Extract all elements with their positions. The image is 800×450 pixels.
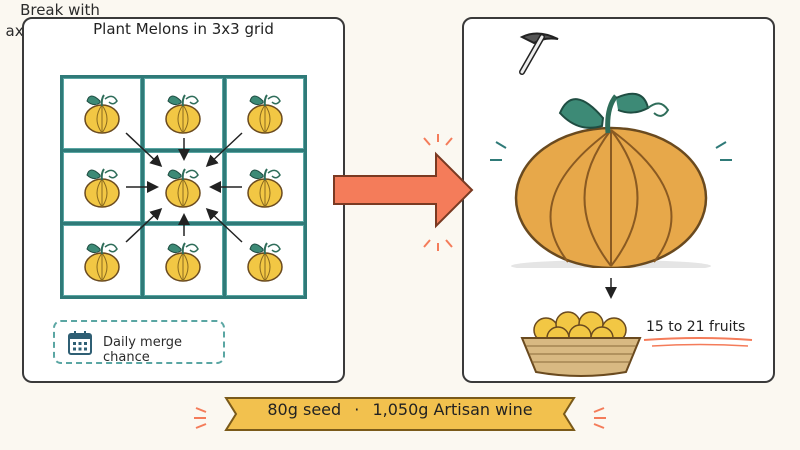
grid-cell bbox=[144, 78, 223, 149]
grid-cell bbox=[144, 151, 223, 223]
melon-icon bbox=[247, 168, 283, 208]
grid-cell bbox=[63, 225, 142, 296]
wine-value: 1,050g Artisan wine bbox=[372, 400, 533, 419]
merge-chance-box: Daily merge chance bbox=[53, 320, 225, 365]
grid-cell bbox=[144, 225, 223, 296]
separator: · bbox=[354, 400, 360, 419]
melon-icon bbox=[165, 94, 202, 135]
melon-icon bbox=[247, 242, 283, 282]
grid-cell bbox=[225, 151, 304, 223]
grid-cell bbox=[63, 78, 142, 149]
melon-icon bbox=[165, 168, 202, 208]
merge-chance-label: Daily merge chance bbox=[103, 335, 183, 365]
seed-cost: 80g seed bbox=[267, 400, 342, 419]
melon-icon bbox=[84, 168, 120, 208]
basket-icon bbox=[520, 311, 642, 377]
break-line-1: Break with bbox=[20, 1, 100, 19]
merges-into-label: Merges into bbox=[353, 175, 443, 193]
melon-icon bbox=[84, 94, 120, 135]
grid-cell bbox=[225, 225, 304, 296]
summary-banner bbox=[224, 397, 576, 431]
melon-icon bbox=[165, 242, 202, 282]
grid-cell bbox=[225, 78, 304, 149]
melon-icon bbox=[247, 94, 283, 135]
grid-cell bbox=[63, 151, 142, 223]
calendar-icon bbox=[68, 331, 92, 355]
fruit-count-label: 15 to 21 fruits bbox=[646, 319, 746, 335]
pickaxe-icon bbox=[519, 32, 559, 75]
melon-icon bbox=[84, 242, 120, 282]
melon-grid bbox=[60, 75, 307, 299]
summary-text: 80g seed · 1,050g Artisan wine bbox=[250, 400, 550, 419]
grid-title: Plant Melons in 3x3 grid bbox=[93, 20, 274, 38]
giant-melon-icon bbox=[511, 92, 711, 268]
